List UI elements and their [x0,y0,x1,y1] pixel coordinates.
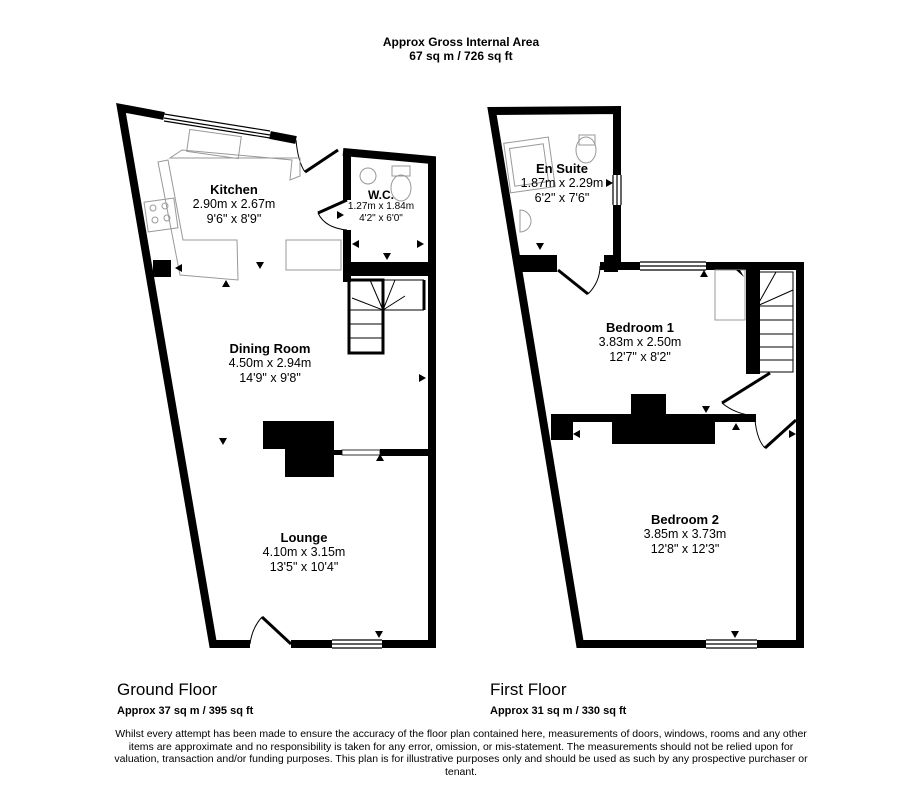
gia-area: 67 sq m / 726 sq ft [409,49,513,63]
gia-title: Approx Gross Internal Area [382,35,540,49]
lounge-window-icon [332,639,382,649]
bedroom1-window-icon [640,261,706,271]
room-label-dining-room: Dining Room 4.50m x 2.94m 14'9" x 9'8" [228,341,312,385]
disclaimer-text: Whilst every attempt has been made to en… [114,728,808,778]
room-label-bedroom-1: Bedroom 1 3.83m x 2.50m 12'7" x 8'2" [598,320,682,364]
en-suite-window-icon [612,175,622,205]
ground-floor-plan [116,103,436,649]
room-label-lounge: Lounge 4.10m x 3.15m 13'5" x 10'4" [262,530,346,574]
room-label-en-suite: En Suite 1.87m x 2.29m 6'2" x 7'6" [520,161,604,205]
sink-icon [186,128,242,160]
gross-internal-area-header: Approx Gross Internal Area 67 sq m / 726… [0,35,922,63]
wc-fixtures [359,165,412,202]
hob-icon [143,197,179,233]
first-floor-title: First Floor [490,680,567,699]
ground-stairs-icon [347,278,426,355]
ground-measurement-arrows [175,211,426,638]
en-suite-fixtures [503,134,597,233]
basin-icon [359,167,377,185]
first-floor-area: Approx 31 sq m / 330 sq ft [490,705,627,717]
kitchen-window-icon [163,113,271,139]
room-label-wc: W.C. 1.27m x 1.84m 4'2" x 6'0" [347,188,415,224]
first-floor-plan [487,105,804,649]
basin-icon [519,209,532,233]
room-label-bedroom-2: Bedroom 2 3.85m x 3.73m 12'8" x 12'3" [643,512,727,556]
toilet-icon [575,136,597,164]
bedroom2-window-icon [706,639,757,649]
ground-floor-area: Approx 37 sq m / 395 sq ft [117,705,254,717]
shower-icon [503,136,556,194]
toilet-icon [390,174,412,202]
ground-floor-walls [116,103,436,648]
first-wall-blocks [517,255,760,444]
kitchen-fixtures [143,128,342,281]
kitchen-door-icon [304,148,339,174]
ground-wall-blocks [153,260,432,477]
wardrobe-icon [714,269,746,321]
first-measurement-arrows [536,179,796,638]
first-stairs-icon [756,271,794,373]
ground-floor-title: Ground Floor [117,680,218,699]
room-label-kitchen: Kitchen 2.90m x 2.67m 9'6" x 8'9" [192,182,276,226]
